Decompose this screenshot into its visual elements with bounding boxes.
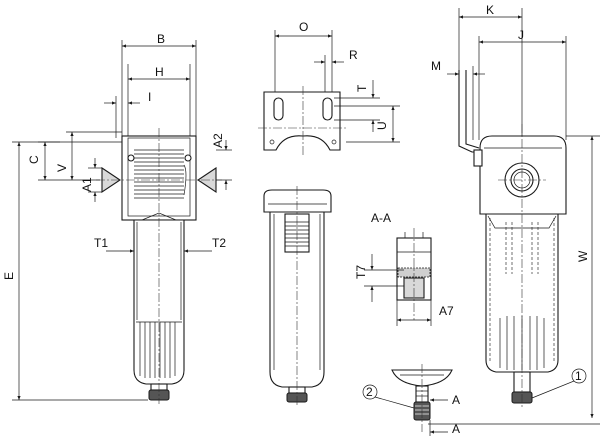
bracket-view: O R T U <box>258 20 400 156</box>
dim-label-t2: T2 <box>212 236 226 250</box>
dim-label-r: R <box>349 48 358 62</box>
dim-label-a7: A7 <box>439 304 454 318</box>
dim-label-a2: A2 <box>211 133 225 148</box>
dim-label-i: I <box>148 90 151 104</box>
callout-1-label: 1 <box>575 369 582 383</box>
dim-label-c: C <box>27 155 41 164</box>
dim-label-k: K <box>486 3 494 17</box>
dim-label-t1: T1 <box>94 236 108 250</box>
dim-label-o: O <box>299 20 308 34</box>
drain-detail: 2 A A <box>362 364 600 436</box>
dim-label-a-lower: A <box>452 422 460 436</box>
dim-label-w: W <box>576 250 590 262</box>
dim-label-h: H <box>155 65 164 79</box>
dim-label-e: E <box>2 272 16 280</box>
side-view: 1 K J M W <box>431 3 600 418</box>
front-view: B H I C V A1 A2 E T1 T2 <box>2 32 232 404</box>
dim-label-b: B <box>157 32 165 46</box>
dim-label-u: U <box>375 121 389 130</box>
bowl-view <box>263 186 332 406</box>
dim-label-t7: T7 <box>354 265 368 279</box>
dim-label-v: V <box>55 164 69 172</box>
dim-label-j: J <box>518 28 524 42</box>
callout-2-label: 2 <box>366 385 373 399</box>
dim-label-a1: A1 <box>80 177 94 192</box>
dim-label-a-upper: A <box>452 393 460 407</box>
section-view: A-A T7 A7 <box>354 211 454 326</box>
dim-label-m: M <box>431 59 441 73</box>
section-label: A-A <box>371 211 391 225</box>
dim-label-t: T <box>355 84 369 92</box>
